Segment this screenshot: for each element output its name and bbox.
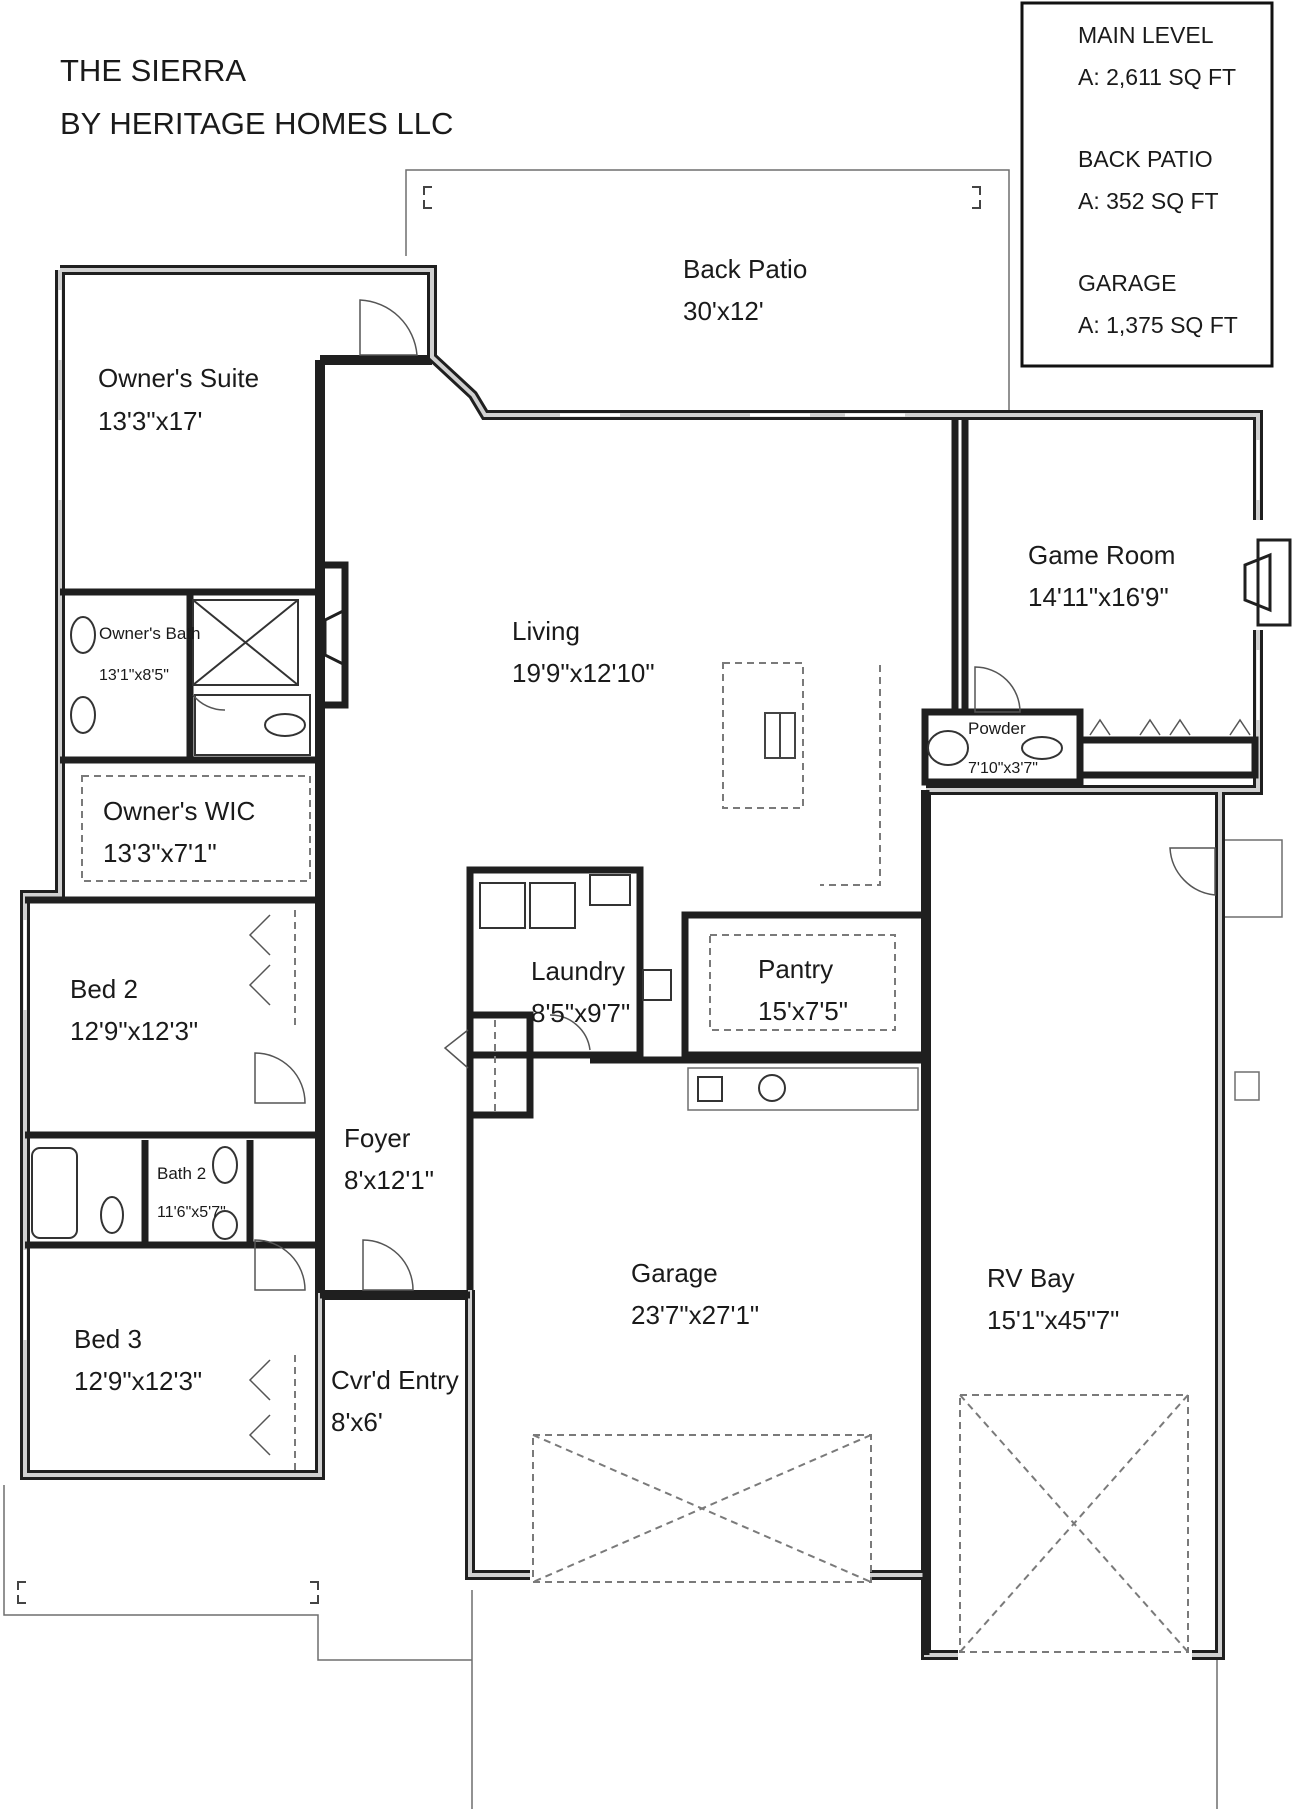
pantry-size: 15'x7'5" [758, 996, 848, 1026]
laundry-name: Laundry [531, 956, 625, 986]
bed3-name: Bed 3 [74, 1324, 142, 1354]
main-level-area: A: 2,611 SQ FT [1078, 64, 1237, 90]
cvrd-entry-name: Cvr'd Entry [331, 1365, 459, 1395]
bed3-size: 12'9"x12'3" [74, 1366, 203, 1396]
bath2-name: Bath 2 [157, 1164, 207, 1183]
bifold-doors [248, 718, 1251, 1456]
pantry-name: Pantry [758, 954, 834, 984]
owners-bath-size: 13'1"x8'5" [99, 667, 169, 684]
bath-fixtures [31, 599, 1063, 1240]
owners-wic-name: Owner's WIC [103, 796, 256, 826]
owners-bath-name: Owner's Bath [99, 624, 201, 643]
garage-size: 23'7"x27'1" [631, 1300, 760, 1330]
interior-walls [25, 420, 1259, 1655]
rv-bay-size: 15'1"x45"7" [987, 1305, 1120, 1335]
plan-subtitle: BY HERITAGE HOMES LLC [60, 106, 454, 141]
owners-suite-name: Owner's Suite [98, 363, 260, 393]
dashed-fixtures [81, 662, 1189, 1653]
powder-name: Powder [968, 719, 1026, 738]
powder-size: 7'10"x3'7" [968, 760, 1038, 777]
corner-markers [17, 186, 981, 1604]
site-outlines [3, 169, 1283, 1809]
bath2-size: 11'6"x5'7" [157, 1204, 226, 1221]
foyer-name: Foyer [344, 1123, 411, 1153]
owners-suite-size: 13'3"x17' [98, 406, 203, 436]
garage-area: A: 1,375 SQ FT [1078, 312, 1238, 338]
garage-name: Garage [631, 1258, 718, 1288]
kitchen-sink [764, 712, 796, 759]
window-marks [23, 290, 1260, 1340]
living-name: Living [512, 616, 580, 646]
laundry-size: 8'5"x9'7" [531, 998, 631, 1028]
back-patio-area: A: 352 SQ FT [1078, 188, 1219, 214]
game-room-name: Game Room [1028, 540, 1176, 570]
back-patio-name: Back Patio [683, 254, 808, 284]
area-summary-box [1020, 1, 1274, 368]
garage-label: GARAGE [1078, 270, 1177, 296]
main-level-label: MAIN LEVEL [1078, 22, 1214, 48]
living-size: 19'9"x12'10" [512, 658, 655, 688]
bed2-name: Bed 2 [70, 974, 138, 1004]
back-patio-label: BACK PATIO [1078, 146, 1213, 172]
back-patio-size: 30'x12' [683, 296, 764, 326]
rv-bay-name: RV Bay [987, 1263, 1075, 1293]
fireplace-symbols [323, 538, 1292, 668]
door-swings [192, 299, 1216, 1291]
cvrd-entry-size: 8'x6' [331, 1407, 383, 1437]
plan-title: THE SIERRA [60, 53, 247, 88]
owners-wic-size: 13'3"x7'1" [103, 838, 217, 868]
foyer-size: 8'x12'1" [344, 1165, 434, 1195]
game-room-size: 14'11"x16'9" [1028, 582, 1169, 612]
bed2-size: 12'9"x12'3" [70, 1016, 199, 1046]
